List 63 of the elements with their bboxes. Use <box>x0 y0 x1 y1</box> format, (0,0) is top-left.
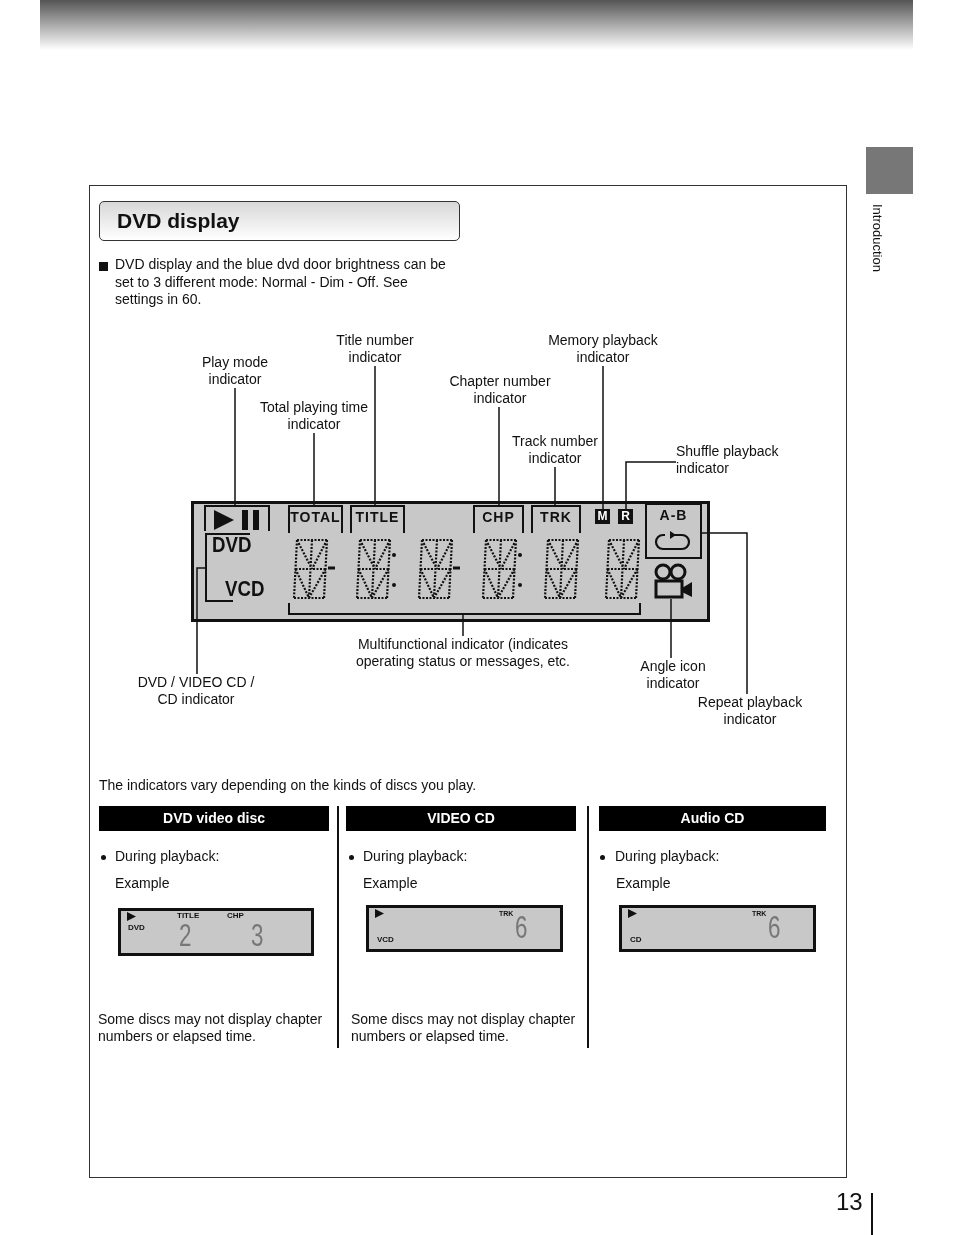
leader-line <box>670 598 672 659</box>
note-text: The indicators vary depending on the kinds of discs you play. <box>99 777 478 794</box>
column-header-bar: DVD video disc <box>99 806 329 831</box>
bullet-text: During playback: <box>615 848 721 865</box>
callout-label: Repeat playback indicator <box>690 694 810 728</box>
section-title: DVD display <box>99 201 460 241</box>
caption-text: Example <box>616 875 672 892</box>
mini-display-panel <box>619 905 816 952</box>
indicator-text: VCD <box>225 577 265 601</box>
leader-line <box>196 567 206 675</box>
callout-label: DVD / VIDEO CD / CD indicator <box>126 674 266 708</box>
callout-label: Memory playback indicator <box>538 332 668 366</box>
indicator-text: VCD <box>377 936 394 944</box>
indicator-text: DVD <box>212 533 252 557</box>
leader-line <box>374 365 376 506</box>
page-number: 13 <box>836 1188 863 1216</box>
leader-line <box>313 432 315 506</box>
indicator-bracket: TITLE <box>350 505 405 533</box>
indicator-text: A-B <box>658 507 689 523</box>
segment-digit: 6 <box>515 911 528 943</box>
column-header-bar: Audio CD <box>599 806 826 831</box>
callout-label: Angle icon indicator <box>628 658 718 692</box>
section-label: Introduction <box>869 204 886 272</box>
indicator-bracket: TRK <box>531 505 581 533</box>
segment-digit: 3 <box>251 919 264 951</box>
column-header-bar: VIDEO CD <box>346 806 576 831</box>
letter-badge: M <box>595 509 610 524</box>
callout-label: Track number indicator <box>505 433 605 467</box>
leader-line <box>498 406 500 506</box>
note-text: Some discs may not display chapter numbers or elapsed time. <box>98 1011 324 1045</box>
caption-text: Example <box>115 875 171 892</box>
bullet-text: During playback: <box>115 848 221 865</box>
indicator-text: CD <box>630 936 642 944</box>
leader-line <box>234 387 236 506</box>
callout-label: Chapter number indicator <box>440 373 560 407</box>
callout-label: Total playing time indicator <box>259 399 369 433</box>
letter-badge: R <box>618 509 633 524</box>
callout-label: Title number indicator <box>320 332 430 366</box>
leader-line <box>462 614 464 637</box>
bullet-text: During playback: <box>363 848 469 865</box>
mini-display-panel <box>366 905 563 952</box>
note-text: Some discs may not display chapter numbers or elapsed time. <box>351 1011 577 1045</box>
leader-line <box>554 466 556 506</box>
segment-digit: 6 <box>768 911 781 943</box>
segment-digit: 2 <box>179 919 192 951</box>
leader-line <box>625 461 677 510</box>
indicator-text: TITLE <box>177 912 200 920</box>
caption-text: Example <box>363 875 419 892</box>
leader-line <box>701 532 748 695</box>
play-pause-bracket <box>204 505 270 531</box>
indicator-text: CHP <box>227 912 244 920</box>
mini-display-panel <box>118 908 314 956</box>
digits-bracket <box>288 603 641 615</box>
leader-line <box>602 365 604 510</box>
repeat-indicator-box <box>645 503 702 559</box>
callout-label: Multifunctional indicator (indicates operating status or messages, etc. <box>346 636 580 670</box>
indicator-text: DVD <box>128 924 145 932</box>
indicator-bracket: TOTAL <box>288 505 343 533</box>
indicator-bracket: CHP <box>473 505 524 533</box>
note-text: DVD display and the blue dvd door brightness can be set to 3 different mode: Normal - Dim - Off. See settings in 60. <box>115 256 447 309</box>
callout-label: Shuffle playback indicator <box>676 443 794 477</box>
camera-icon <box>654 563 694 599</box>
callout-label: Play mode indicator <box>185 354 285 388</box>
